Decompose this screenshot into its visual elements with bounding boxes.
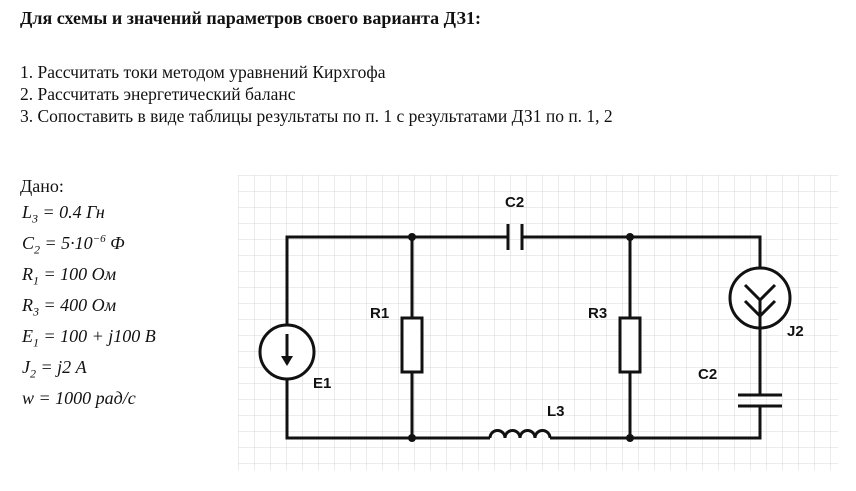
param-j2: J2 = j2 А bbox=[22, 357, 87, 381]
param-w: w = 1000 рад/с bbox=[22, 388, 136, 408]
label-r3: R3 bbox=[588, 305, 607, 322]
label-j2: J2 bbox=[787, 323, 804, 340]
label-l3: L3 bbox=[547, 403, 565, 420]
capacitor-c2-right bbox=[738, 393, 782, 408]
task-2: 2. Рассчитать энергетический баланс bbox=[20, 84, 296, 104]
param-e1: E1 = 100 + j100 В bbox=[22, 326, 156, 350]
junction-nodes bbox=[408, 233, 634, 442]
param-r1: R1 = 100 Ом bbox=[22, 264, 117, 288]
param-r3: R3 = 400 Ом bbox=[22, 295, 117, 319]
label-e1: E1 bbox=[313, 375, 331, 392]
resistor-r1 bbox=[400, 316, 424, 374]
inductor-l3 bbox=[488, 429, 552, 439]
param-c2: C2 = 5·10−6 Ф bbox=[22, 233, 125, 257]
resistor-r3 bbox=[618, 316, 642, 374]
arrow-down-icon bbox=[281, 356, 293, 366]
task-1: 1. Рассчитать токи методом уравнений Кир… bbox=[20, 62, 386, 82]
param-l3: L3 = 0.4 Гн bbox=[22, 202, 105, 226]
wires bbox=[258, 224, 792, 440]
label-c2-top: C2 bbox=[505, 194, 524, 211]
task-3: 3. Сопоставить в виде таблицы результаты… bbox=[20, 106, 613, 126]
label-r1: R1 bbox=[370, 305, 389, 322]
capacitor-c2-top bbox=[506, 224, 524, 250]
assignment-title: Для схемы и значений параметров своего в… bbox=[20, 8, 481, 28]
grid-background bbox=[238, 175, 838, 470]
label-c2-right: C2 bbox=[698, 366, 717, 383]
given-heading: Дано: bbox=[20, 176, 64, 196]
